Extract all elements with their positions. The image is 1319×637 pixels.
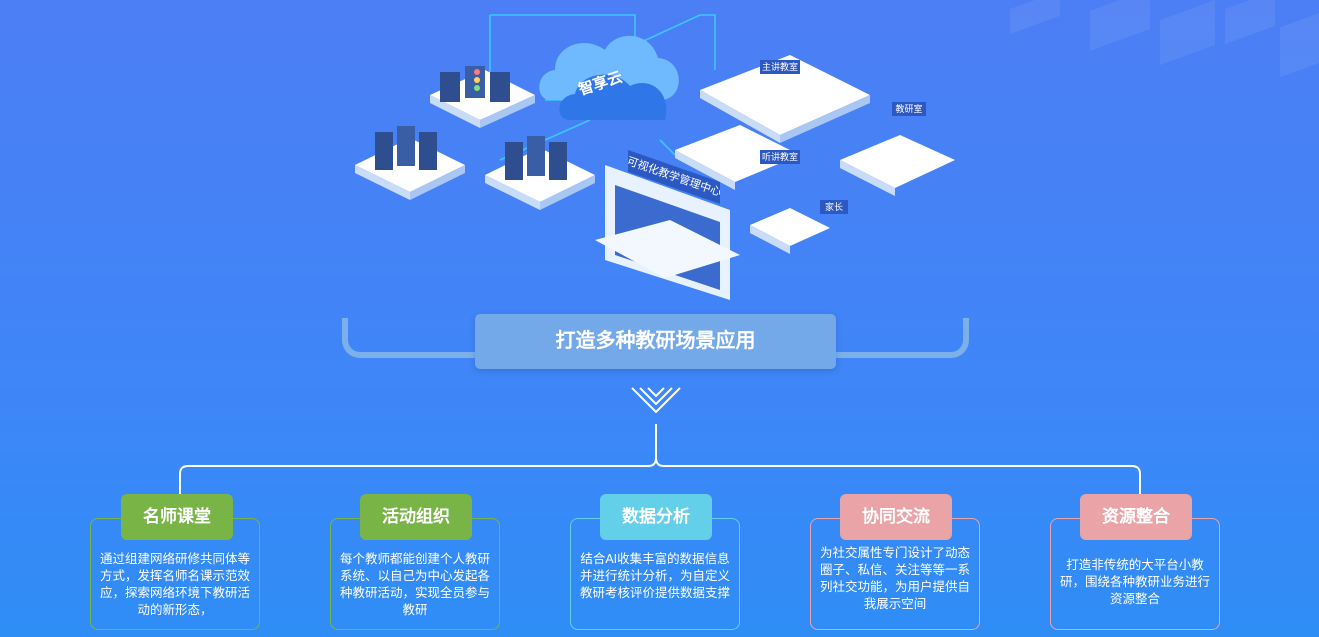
server-cluster-left [355, 126, 465, 200]
card-data-analysis: 结合AI收集丰富的数据信息并进行统计分析，为自定义教研考核评价提供数据支撑 [570, 518, 740, 630]
card-title-collaboration: 协同交流 [840, 494, 952, 540]
card-title-data-analysis: 数据分析 [600, 494, 712, 540]
background-cube [1010, 0, 1060, 35]
background-cube [1090, 0, 1150, 51]
card-resources: 打造非传统的大平台小教研，围绕各种教研业务进行资源整合 [1050, 518, 1220, 630]
room-label-parent: 家长 [825, 201, 843, 212]
card-text: 结合AI收集丰富的数据信息并进行统计分析，为自定义教研考核评价提供数据支撑 [579, 552, 730, 600]
classroom-parent [750, 208, 830, 254]
classroom-main [700, 55, 870, 143]
classroom-research [840, 135, 955, 196]
card-title-famous-teacher: 名师课堂 [121, 494, 233, 540]
card-title-resources: 资源整合 [1080, 494, 1192, 540]
card-text: 为社交属性专门设计了动态圈子、私信、关注等等一系列社交功能，为用户提供自我展示空… [819, 546, 970, 611]
background-cube [1280, 12, 1319, 78]
tree-connector [179, 387, 1141, 494]
management-screen [595, 165, 740, 300]
platform-illustration: 智享云 可视化教学管理中心 主讲教室 教研室 听讲教室 家长 [355, 14, 955, 300]
cloud-icon: 智享云 [539, 35, 679, 120]
card-text: 打造非传统的大平台小教研，围绕各种教研业务进行资源整合 [1059, 558, 1210, 606]
banner-title: 打造多种教研场景应用 [475, 314, 836, 369]
card-title-activity: 活动组织 [360, 494, 472, 540]
card-text: 每个教师都能创建个人教研系统、以自己为中心发起各种教研活动，实现全员参与教研 [339, 552, 490, 617]
banner-wing-left [342, 318, 478, 358]
banner-wing-right [833, 318, 969, 358]
classroom-listen [675, 125, 800, 190]
background-cube [1225, 0, 1275, 45]
server-cluster-right [485, 136, 595, 210]
room-label-listen: 听讲教室 [762, 151, 798, 162]
server-cluster-top [430, 66, 535, 128]
card-famous-teacher: 通过组建网络研修共同体等方式，发挥名师名课示范效应，探索网络环境下教研活动的新形… [90, 518, 260, 630]
room-label-main: 主讲教室 [762, 61, 798, 72]
room-label-research: 教研室 [895, 103, 922, 114]
chevron-down-icon [631, 387, 681, 414]
card-text: 通过组建网络研修共同体等方式，发挥名师名课示范效应，探索网络环境下教研活动的新形… [99, 552, 250, 617]
background-cube [1160, 0, 1215, 66]
